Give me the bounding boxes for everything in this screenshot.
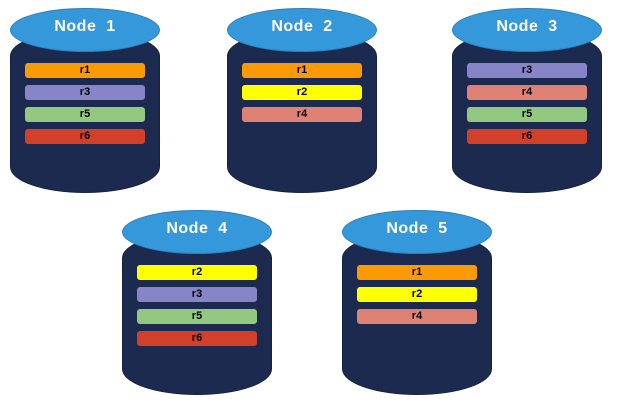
replica-list: r2 r3 r5 r6: [137, 265, 257, 353]
database-node-4: Node 4 r2 r3 r5 r6: [122, 210, 272, 395]
cylinder-top-icon: [122, 210, 272, 254]
replica-bar: r6: [467, 129, 587, 144]
replica-bar: r1: [25, 63, 145, 78]
replica-bar: r2: [242, 85, 362, 100]
replica-bar: r5: [467, 107, 587, 122]
replica-bar: r4: [467, 85, 587, 100]
cylinder-top-icon: [342, 210, 492, 254]
node-label: Node 5: [386, 220, 448, 237]
replica-bar: r2: [357, 287, 477, 302]
replica-list: r1 r2 r4: [357, 265, 477, 331]
replica-bar: r2: [137, 265, 257, 280]
node-label: Node 1: [54, 18, 116, 35]
replica-bar: r3: [25, 85, 145, 100]
replica-bar: r1: [357, 265, 477, 280]
replica-bar: r6: [25, 129, 145, 144]
node-label: Node 4: [166, 220, 228, 237]
replica-bar: r3: [137, 287, 257, 302]
database-node-2: Node 2 r1 r2 r4: [227, 8, 377, 193]
replica-list: r1 r2 r4: [242, 63, 362, 129]
replica-bar: r1: [242, 63, 362, 78]
node-label: Node 2: [271, 18, 333, 35]
cylinder-top-icon: [452, 8, 602, 52]
node-label: Node 3: [496, 18, 558, 35]
replica-list: r3 r4 r5 r6: [467, 63, 587, 151]
replica-bar: r4: [242, 107, 362, 122]
database-node-3: Node 3 r3 r4 r5 r6: [452, 8, 602, 193]
replica-bar: r3: [467, 63, 587, 78]
replica-bar: r5: [137, 309, 257, 324]
replica-bar: r4: [357, 309, 477, 324]
cylinder-top-icon: [10, 8, 160, 52]
cylinder-top-icon: [227, 8, 377, 52]
database-node-1: Node 1 r1 r3 r5 r6: [10, 8, 160, 193]
database-node-5: Node 5 r1 r2 r4: [342, 210, 492, 395]
replica-bar: r6: [137, 331, 257, 346]
replica-bar: r5: [25, 107, 145, 122]
replica-list: r1 r3 r5 r6: [25, 63, 145, 151]
